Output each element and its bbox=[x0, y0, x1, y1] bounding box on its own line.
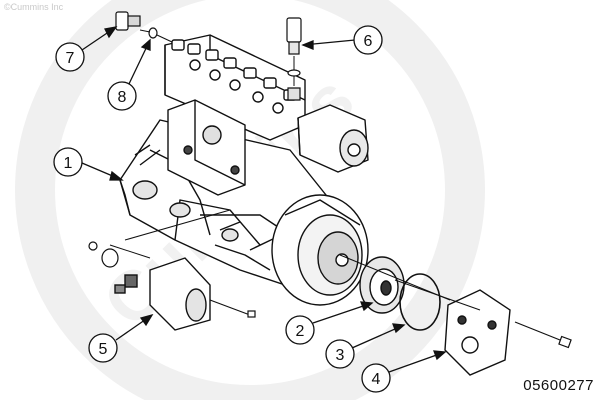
o-ring bbox=[399, 273, 441, 331]
actuator-housing bbox=[297, 104, 369, 173]
module-seals bbox=[88, 241, 119, 268]
sealing-washer bbox=[148, 27, 158, 39]
callout-4: 4 bbox=[361, 350, 447, 393]
fittings-top bbox=[171, 39, 297, 114]
callout-2: 2 bbox=[285, 301, 374, 345]
cover-bolt bbox=[514, 321, 572, 349]
pump-body bbox=[119, 34, 369, 306]
callout-6-label: 6 bbox=[364, 33, 373, 50]
drive-gear bbox=[359, 256, 405, 314]
callout-6: 6 bbox=[301, 25, 383, 55]
callout-7: 7 bbox=[55, 26, 118, 72]
temperature-sensor bbox=[115, 11, 141, 31]
gear-cover bbox=[444, 289, 511, 376]
actuator-module bbox=[114, 257, 211, 331]
callout-3: 3 bbox=[325, 323, 406, 369]
callout-3-label: 3 bbox=[336, 347, 345, 364]
callout-5-label: 5 bbox=[99, 341, 108, 358]
callout-1-label: 1 bbox=[64, 155, 73, 172]
callout-8: 8 bbox=[107, 38, 151, 111]
callout-8-label: 8 bbox=[118, 89, 127, 106]
module-bolt bbox=[209, 299, 256, 318]
copyright-text: ©Cummins Inc bbox=[4, 2, 64, 12]
callout-2-label: 2 bbox=[296, 323, 305, 340]
callout-4-label: 4 bbox=[372, 371, 381, 388]
callout-1: 1 bbox=[53, 147, 124, 181]
figure-id: 05600277 bbox=[523, 377, 594, 394]
gear-housing bbox=[271, 194, 369, 306]
alignment-lines bbox=[109, 29, 481, 311]
callout-7-label: 7 bbox=[66, 50, 75, 67]
callouts: 1 2 3 4 5 bbox=[53, 25, 447, 393]
callout-5: 5 bbox=[88, 313, 154, 363]
pressure-sensor bbox=[286, 17, 302, 101]
front-block bbox=[167, 99, 246, 196]
